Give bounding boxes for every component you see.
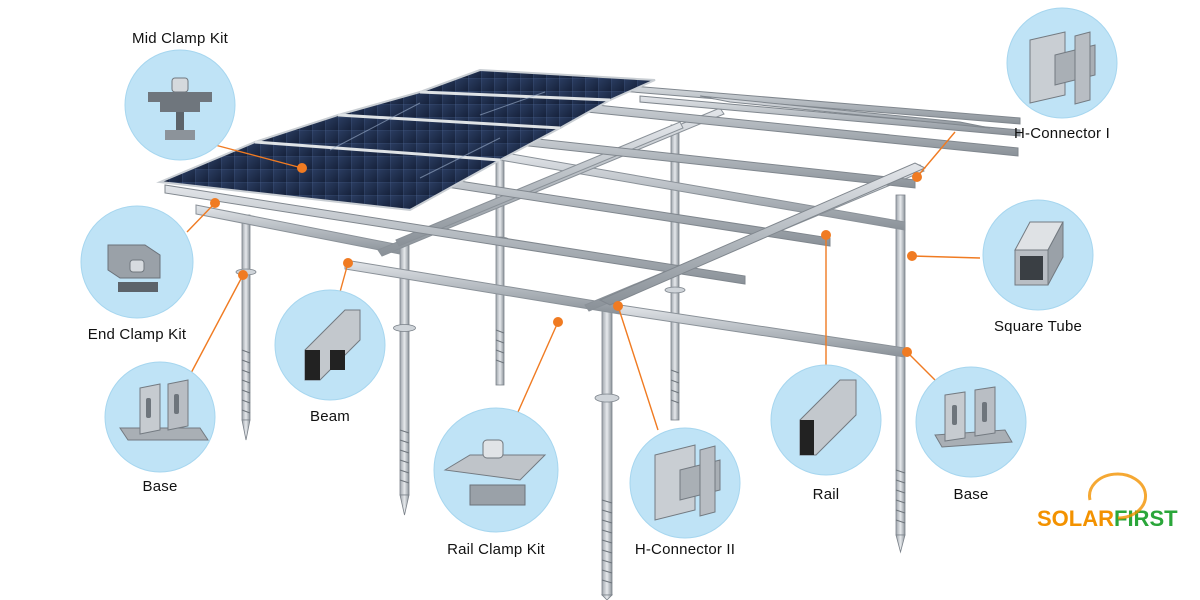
square-tube-label: Square Tube xyxy=(993,318,1083,335)
solarfirst-logo: SOLARFIRST xyxy=(1037,506,1178,532)
base-left-bubble xyxy=(104,361,216,473)
rail-clamp-icon xyxy=(443,439,547,506)
beam-bubble xyxy=(274,289,386,401)
solar-panels xyxy=(156,68,656,212)
mid-clamp-kit-label: Mid Clamp Kit xyxy=(132,30,228,47)
callout-bubbles xyxy=(80,7,1118,539)
h-connector-1-bubble xyxy=(1006,7,1118,119)
attachment-points xyxy=(210,163,922,357)
end-clamp-kit-label: End Clamp Kit xyxy=(87,326,187,343)
rail-clamp-kit-label: Rail Clamp Kit xyxy=(447,541,545,558)
base-left-label: Base xyxy=(142,478,178,495)
rail-profile-icon xyxy=(799,379,857,456)
h-connector-2-icon xyxy=(654,444,721,521)
h-connector-2-bubble xyxy=(629,427,741,539)
leader-lines xyxy=(186,131,981,431)
beam-profile-icon xyxy=(304,309,361,381)
rail-label: Rail xyxy=(812,486,840,503)
screw-threads xyxy=(241,329,906,584)
h-connector-1-icon xyxy=(1029,31,1096,105)
rail-bubble xyxy=(770,364,882,476)
base-right-bubble xyxy=(915,366,1027,478)
h-connector-2-label: H-Connector II xyxy=(634,541,736,558)
end-clamp-icon xyxy=(107,244,161,292)
logo-part-first: FIRST xyxy=(1114,506,1178,531)
rail-clamp-kit-bubble xyxy=(433,407,559,533)
square-tube-bubble xyxy=(982,199,1094,311)
mounting-structure xyxy=(156,68,1021,600)
base-bracket-right-icon xyxy=(934,386,1013,448)
logo-part-solar: SOLAR xyxy=(1037,506,1114,531)
base-right-label: Base xyxy=(953,486,989,503)
h-connector-1-label: H-Connector I xyxy=(1014,125,1110,142)
mid-clamp-icon xyxy=(148,77,212,140)
base-bracket-icon xyxy=(119,379,209,441)
square-tube-icon xyxy=(1014,221,1064,286)
end-clamp-kit-bubble xyxy=(80,205,194,319)
mid-clamp-kit-bubble xyxy=(124,49,236,161)
beam-label: Beam xyxy=(310,408,350,425)
